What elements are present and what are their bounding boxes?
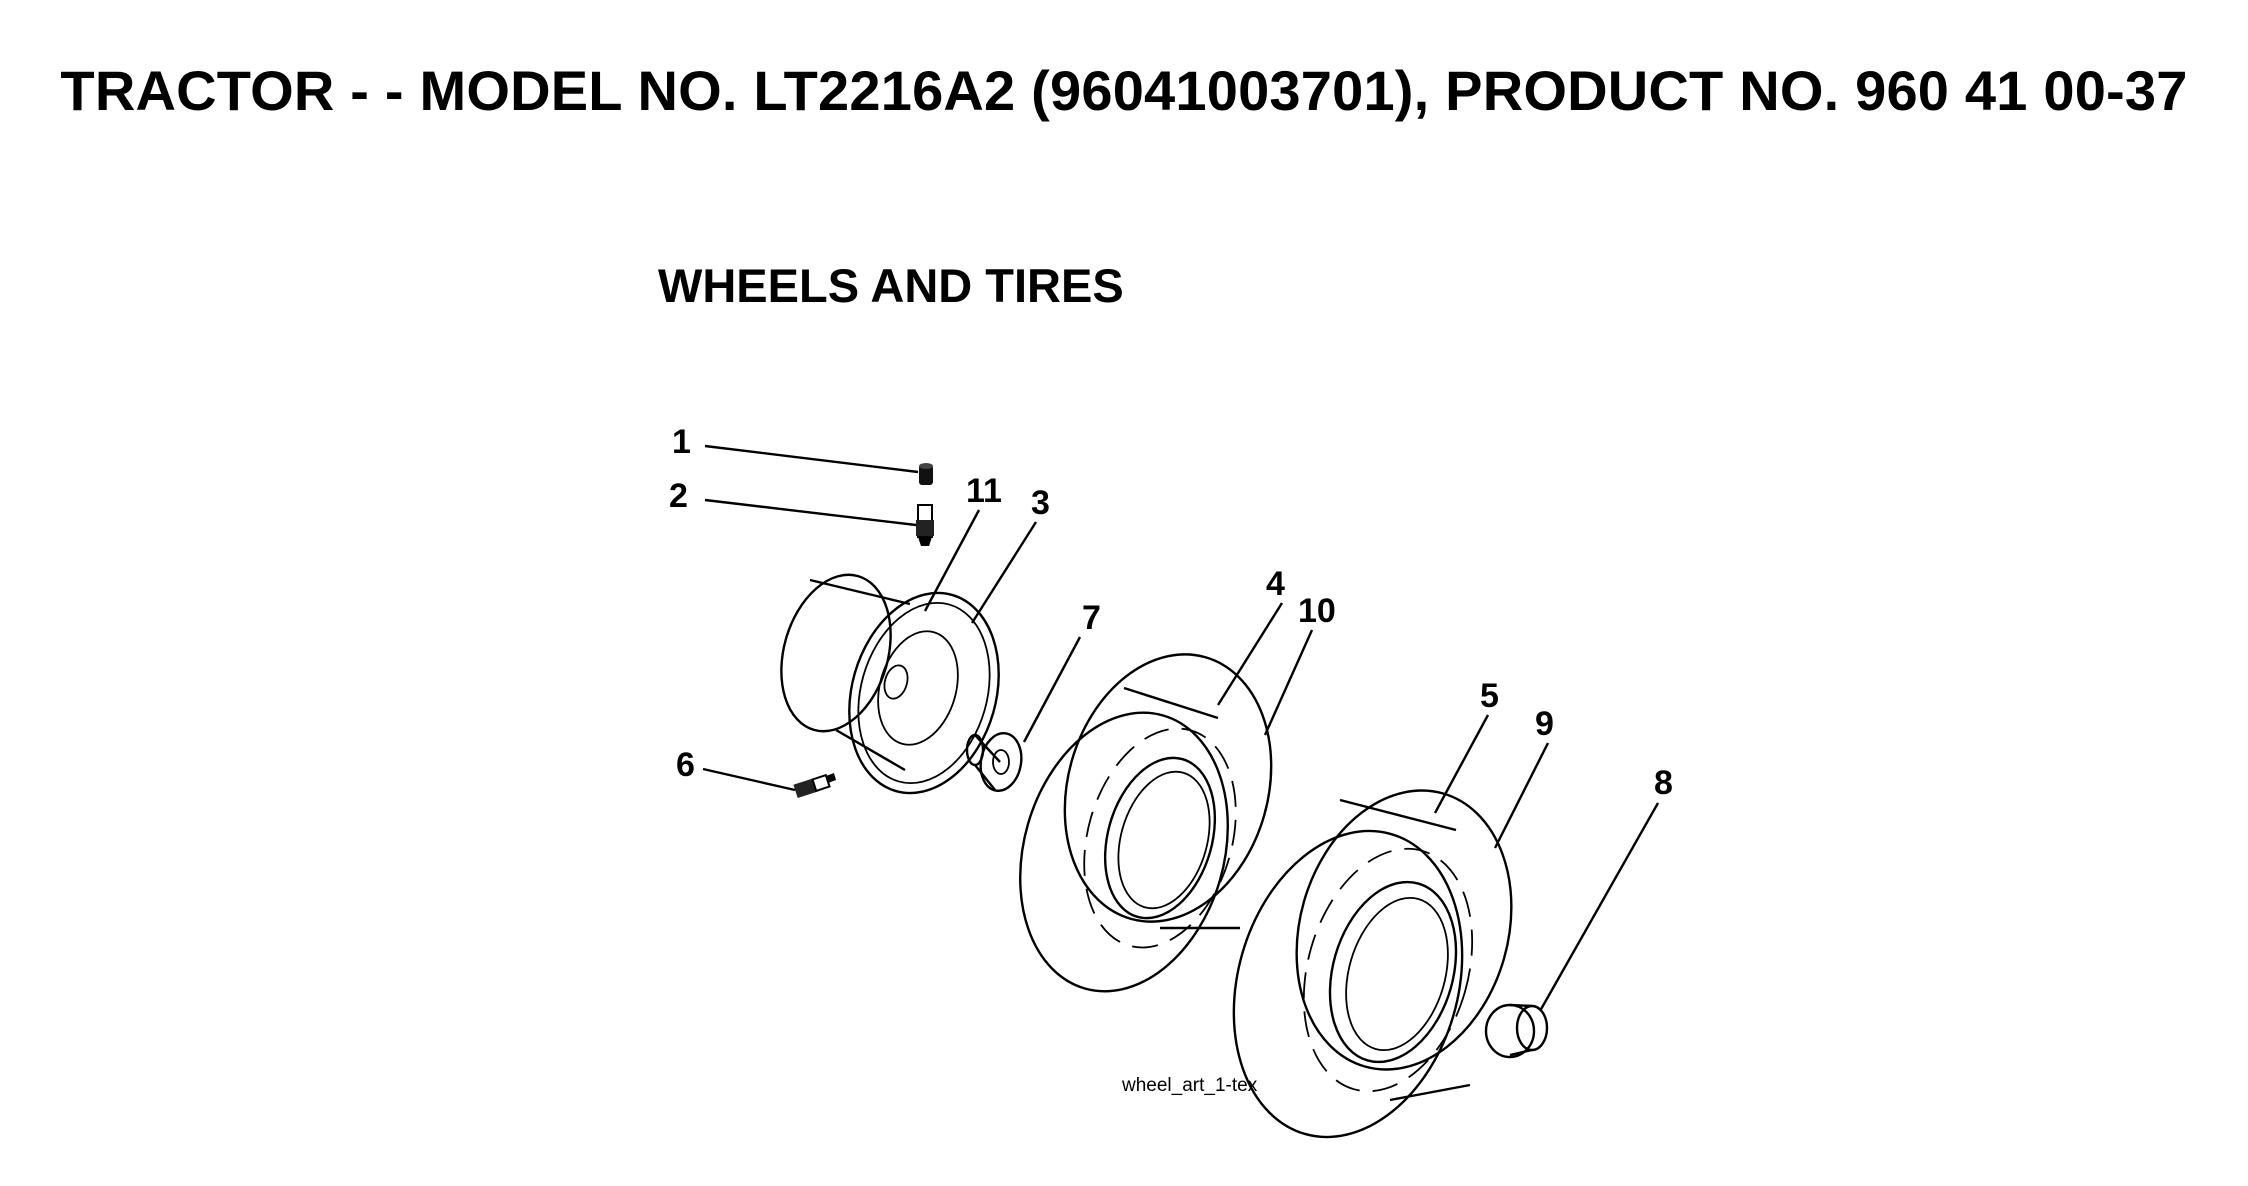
leader-line-11 (923, 509, 981, 612)
leader-line-8 (1538, 802, 1660, 1012)
leader-line-1 (704, 444, 919, 474)
callout-1: 1 (672, 423, 691, 461)
leader-line-6 (702, 767, 796, 792)
leader-line-7 (1022, 636, 1082, 743)
callout-9: 9 (1535, 705, 1554, 743)
page-title: TRACTOR - - MODEL NO. LT2216A2 (96041003… (60, 59, 2188, 122)
callout-11: 11 (966, 472, 1002, 510)
callout-7: 7 (1082, 599, 1101, 637)
grease-fitting-part (793, 773, 836, 799)
callout-8: 8 (1654, 764, 1673, 802)
wheel-rim-part (780, 573, 1000, 795)
leader-line-3 (970, 521, 1038, 624)
hub-cap-part (1484, 1003, 1549, 1059)
art-reference-label: wheel_art_1-tex (1121, 1075, 1258, 1096)
callout-10: 10 (1298, 592, 1336, 630)
rear-tire-part (1232, 789, 1513, 1139)
leader-line-9 (1493, 742, 1550, 849)
leader-line-2 (704, 498, 917, 527)
leader-line-10 (1263, 629, 1314, 736)
valve-stem-part (916, 504, 934, 546)
leader-lines (702, 444, 1660, 1012)
callout-4: 4 (1266, 565, 1285, 603)
callout-5: 5 (1480, 677, 1499, 715)
valve-cap-part (919, 463, 933, 485)
callout-2: 2 (669, 477, 688, 515)
leader-line-4 (1216, 602, 1284, 706)
front-tire-part (1019, 653, 1273, 993)
callout-3: 3 (1031, 484, 1050, 522)
callout-6: 6 (676, 746, 695, 784)
section-title: WHEELS AND TIRES (658, 259, 1124, 312)
flange-bushing-part (965, 732, 1023, 792)
leader-line-5 (1433, 714, 1490, 814)
